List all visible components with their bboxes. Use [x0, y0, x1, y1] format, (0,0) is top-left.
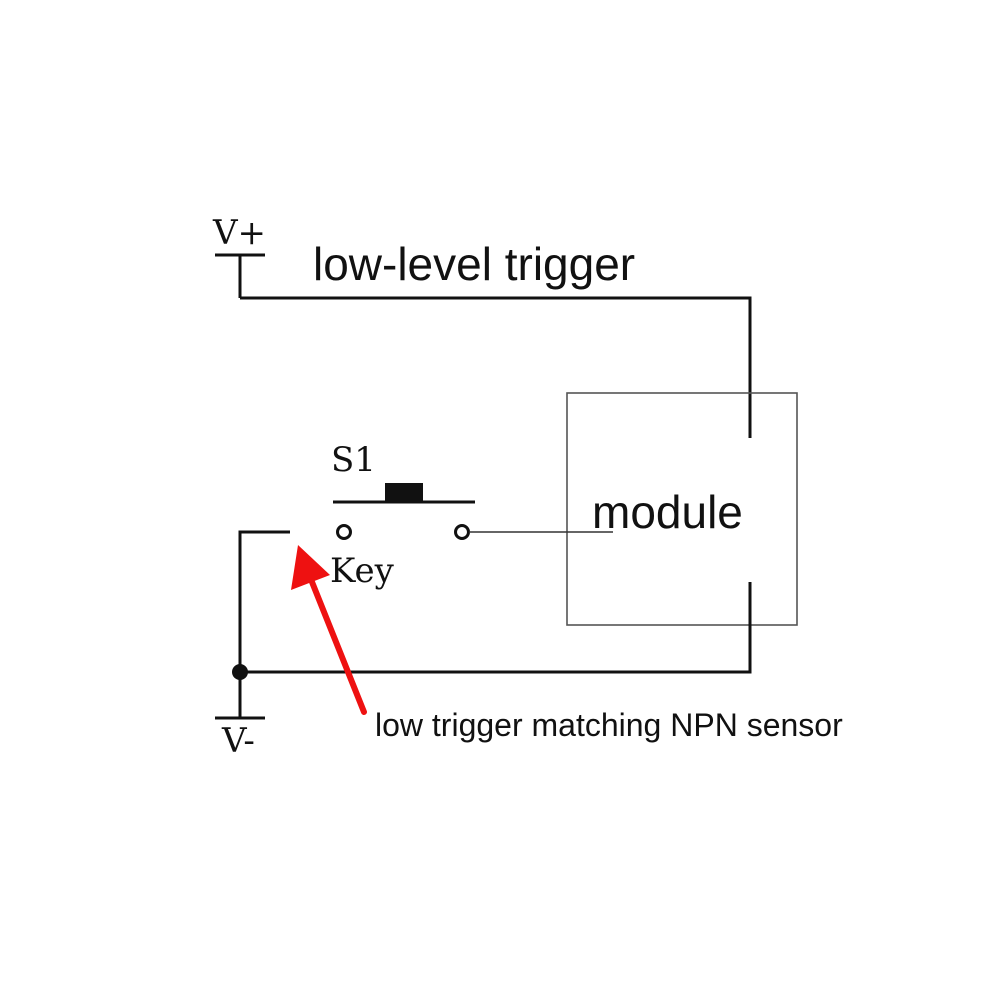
annotation-arrow [291, 545, 367, 715]
top-wire [240, 296, 752, 438]
module-box [566, 392, 798, 626]
push-switch [333, 483, 475, 540]
vplus-label: V+ [212, 213, 266, 253]
annotation-text: low trigger matching NPN sensor [375, 707, 843, 743]
diagram-title: low-level trigger [313, 238, 635, 290]
bottom-wire [240, 582, 752, 674]
vplus-terminal [215, 253, 265, 298]
module-label: module [592, 486, 743, 538]
left-wire [238, 530, 290, 718]
switch-name-label: S1 [331, 440, 376, 480]
junction-dot [232, 664, 248, 680]
vminus-label: V- [221, 721, 255, 761]
key-label: Key [330, 551, 395, 591]
